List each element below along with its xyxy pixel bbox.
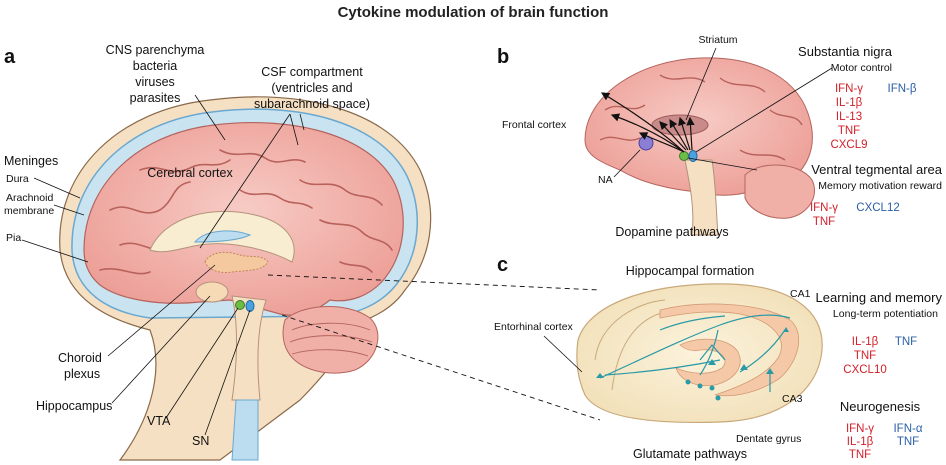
caption-glutamate: Glutamate pathways: [633, 447, 747, 461]
zoom-line-bottom: [281, 314, 601, 421]
gyri-b: [599, 74, 803, 161]
label-arachnoid-2: membrane: [4, 205, 54, 217]
svg-text:TNF: TNF: [897, 436, 919, 448]
svg-text:subarachnoid space): subarachnoid space): [254, 97, 370, 111]
svg-text:parasites: parasites: [130, 91, 181, 105]
spinal-cord: [231, 399, 259, 461]
label-cerebral-cortex: Cerebral cortex: [147, 166, 233, 180]
svg-text:IL-1β: IL-1β: [852, 336, 879, 348]
label-choroid-1: Choroid: [58, 351, 102, 365]
svg-text:TNF: TNF: [854, 350, 876, 362]
caption-dopamine: Dopamine pathways: [615, 225, 728, 239]
svg-text:CXCL9: CXCL9: [830, 139, 867, 151]
svg-text:IFN-β: IFN-β: [888, 83, 917, 95]
cerebellum-folia: [289, 322, 373, 357]
vta-dot-b: [679, 151, 689, 161]
panel-a-letter: a: [4, 46, 16, 68]
svg-text:IL-1β: IL-1β: [847, 436, 874, 448]
label-pia: Pia: [6, 232, 21, 244]
label-neuro-title: Neurogenesis: [840, 399, 921, 414]
dopamine-arrows: [600, 92, 695, 153]
label-vta-title: Ventral tegmental area: [811, 162, 943, 177]
label-vta-sub: Memory motivation reward: [818, 180, 942, 192]
svg-text:(ventricles and: (ventricles and: [271, 81, 352, 95]
svg-text:IFN-γ: IFN-γ: [846, 423, 874, 435]
brainstem-b: [684, 159, 719, 236]
neuron-bodies: [596, 327, 789, 401]
cerebellum-b: [744, 164, 815, 219]
label-vta: VTA: [147, 414, 171, 428]
svg-text:TNF: TNF: [813, 216, 835, 228]
sn-dot: [245, 300, 255, 312]
sn-cytokines: IFN-γ IL-1β IL-13 TNF CXCL9 IFN-β: [830, 83, 916, 151]
glutamate-fibres: [599, 314, 791, 392]
svg-text:CSF compartment: CSF compartment: [261, 65, 363, 79]
panel-c: c Hippocampal formation: [494, 254, 942, 461]
cerebellum-a: [282, 306, 379, 374]
panel-a: a: [4, 43, 601, 461]
svg-text:CXCL10: CXCL10: [843, 364, 886, 376]
label-cns-parenchyma: CNS parenchyma bacteria viruses parasite…: [106, 43, 205, 105]
svg-text:IL-13: IL-13: [836, 111, 862, 123]
svg-text:IFN-γ: IFN-γ: [810, 202, 838, 214]
vta-dot: [235, 300, 245, 310]
label-striatum: Striatum: [698, 34, 737, 46]
figure-title: Cytokine modulation of brain function: [338, 4, 609, 21]
brainstem-a: [231, 295, 267, 401]
label-ca1: CA1: [790, 288, 811, 300]
label-meninges: Meninges: [4, 154, 58, 168]
svg-text:IFN-α: IFN-α: [893, 423, 922, 435]
svg-text:TNF: TNF: [895, 336, 917, 348]
label-motor-control: Motor control: [831, 62, 892, 74]
label-arachnoid-1: Arachnoid: [6, 192, 53, 204]
gyri-a: [99, 149, 393, 275]
label-csf-compartment: CSF compartment (ventricles and subarach…: [254, 65, 370, 111]
label-dentate: Dentate gyrus: [736, 433, 801, 445]
label-frontal-cortex: Frontal cortex: [502, 119, 567, 131]
zoom-line-top: [267, 274, 601, 291]
label-learning-sub: Long-term potentiation: [833, 308, 938, 320]
label-choroid-2: plexus: [64, 367, 100, 381]
panel-c-letter: c: [497, 254, 508, 276]
panel-b: b Striatum Frontal cortex NA: [497, 34, 943, 239]
label-na: NA: [598, 174, 613, 186]
svg-text:CNS parenchyma: CNS parenchyma: [106, 43, 205, 57]
label-entorhinal: Entorhinal cortex: [494, 321, 574, 333]
svg-text:viruses: viruses: [135, 75, 175, 89]
label-hippocampal-formation: Hippocampal formation: [626, 264, 755, 278]
label-substantia-nigra: Substantia nigra: [798, 44, 893, 59]
hippocampus-shape: [195, 281, 229, 303]
ventricle: [193, 230, 252, 243]
svg-text:IFN-γ: IFN-γ: [835, 83, 863, 95]
label-dura: Dura: [6, 173, 29, 185]
ca-band: [659, 303, 799, 397]
svg-text:CXCL12: CXCL12: [856, 202, 899, 214]
neuro-cytokines: IFN-γ IL-1β TNF IFN-α TNF: [846, 423, 923, 461]
sn-dot-b: [688, 150, 698, 162]
learning-cytokines: IL-1β TNF CXCL10 TNF: [843, 336, 917, 376]
panel-b-letter: b: [497, 46, 509, 68]
label-ca3: CA3: [782, 393, 803, 405]
svg-text:bacteria: bacteria: [133, 59, 178, 73]
label-sn: SN: [192, 434, 209, 448]
vta-cytokines: IFN-γ TNF CXCL12: [810, 202, 900, 228]
label-hippocampus: Hippocampus: [36, 399, 112, 413]
svg-text:TNF: TNF: [838, 125, 860, 137]
choroid-plexus-shape: [204, 251, 269, 273]
svg-text:IL-1β: IL-1β: [836, 97, 863, 109]
svg-text:TNF: TNF: [849, 449, 871, 461]
label-learning-title: Learning and memory: [816, 290, 943, 305]
